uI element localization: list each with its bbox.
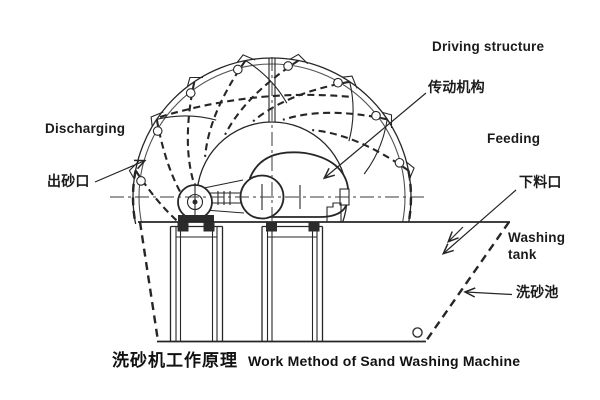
drive-unit [177,151,350,222]
support-column-right [261,222,324,341]
centre-lines [110,57,424,226]
label-discharging-zh: 出砂口 [47,173,90,189]
label-driving-structure-zh: 传动机构 [428,79,485,95]
transmission-arrow [322,92,427,180]
discharging-arrow [94,159,147,183]
washing-pool-arrow [463,287,513,298]
caption-english: Work Method of Sand Washing Machine [248,353,521,369]
support-columns [169,222,324,341]
washing-tank [138,202,510,343]
drain-hole [412,327,423,338]
feeding-arrow-secondary [447,226,464,243]
label-feeding-zh: 下料口 [519,174,562,190]
leader-arrows [94,92,517,298]
support-column-left [169,222,224,341]
label-washing-tank-en: Washing tank [508,230,566,262]
label-discharging-en: Discharging [45,121,126,136]
label-driving-structure-en: Driving structure [432,39,545,54]
caption-chinese: 洗砂机工作原理 [112,351,238,370]
bucket-wheel [128,53,415,224]
label-feeding-en: Feeding [487,131,541,146]
figure-caption: 洗砂机工作原理 Work Method of Sand Washing Mach… [112,346,520,371]
label-washing-tank-zh: 洗砂池 [516,284,559,300]
